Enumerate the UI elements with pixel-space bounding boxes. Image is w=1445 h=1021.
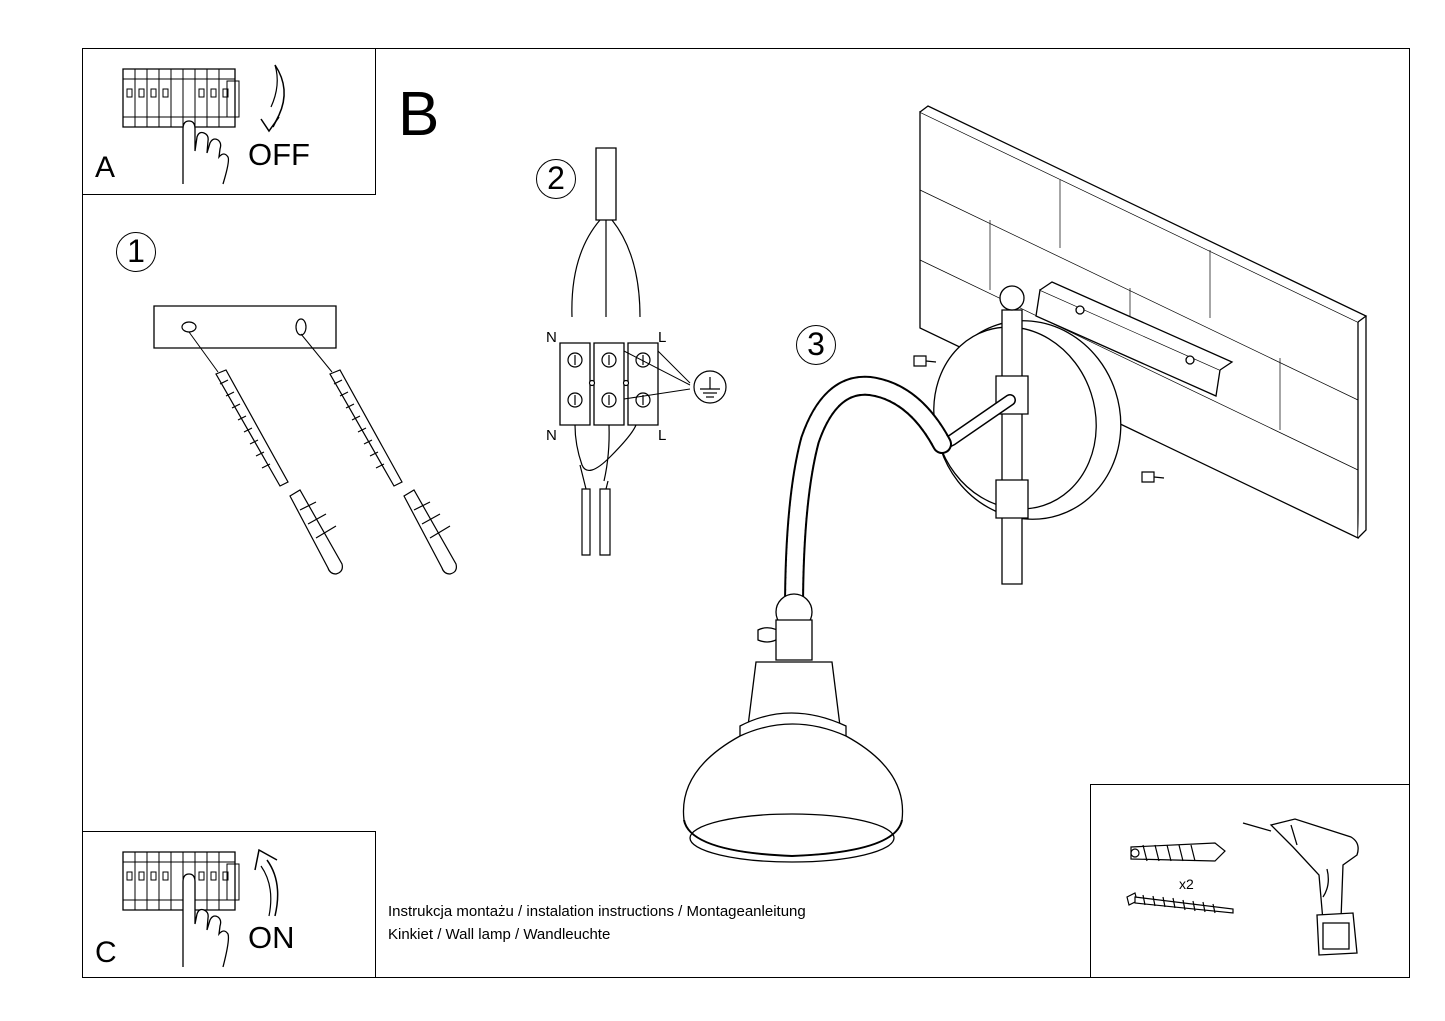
step-1-badge: 1 [116,232,156,272]
breaker-panel-icon [83,49,377,196]
panel-a-letter: A [95,151,116,184]
instructions-caption: Instrukcja montażu / instalation instruc… [388,900,806,946]
live-label-top: L [658,329,667,346]
caption-line-2: Kinkiet / Wall lamp / Wandleuchte [388,926,611,943]
fixing-screw-left [914,356,936,366]
mounting-hole-right [296,319,306,335]
hand-pointer-icon [83,49,377,196]
panel-c-switch-on: C ON [82,831,376,978]
step-3-badge: 3 [796,325,836,365]
panel-a-switch-off: A OFF [82,48,376,195]
hand-pointer-icon [83,832,377,979]
wall-plug-left [290,490,342,574]
step-2-wiring-drawing [540,145,740,565]
wall-plug-icon [1091,785,1411,979]
step-2-badge: 2 [536,159,576,199]
quantity-label: x2 [1179,876,1194,892]
rotate-down-arrow-icon [83,49,377,196]
step-3-lamp-drawing [660,100,1380,900]
ground-symbol-icon [694,371,726,403]
neutral-label-bottom: N [546,427,557,444]
panel-c-letter: C [95,936,117,969]
live-label-bottom: L [658,427,667,444]
screw-right [330,370,402,486]
drill-icon [1091,785,1411,979]
caption-line-1: Instrukcja montażu / instalation instruc… [388,903,806,920]
rotate-up-arrow-icon [83,832,377,979]
instruction-sheet-frame [82,48,1410,978]
fixing-screw-right [1142,472,1164,482]
screw-left [216,370,288,486]
off-label: OFF [248,137,310,172]
tools-box: x2 [1090,784,1410,978]
breaker-panel-icon [83,832,377,979]
step-1-mounting-drawing [140,300,480,600]
neutral-label-top: N [546,329,557,346]
canopy [910,296,1147,543]
wall-plug-right [404,490,456,574]
mounting-bracket [1036,282,1232,396]
panel-b-letter: B [398,80,440,149]
lamp-shade [683,594,902,862]
screw-icon [1091,785,1411,979]
vertical-rod [996,286,1028,584]
on-label: ON [248,920,295,955]
